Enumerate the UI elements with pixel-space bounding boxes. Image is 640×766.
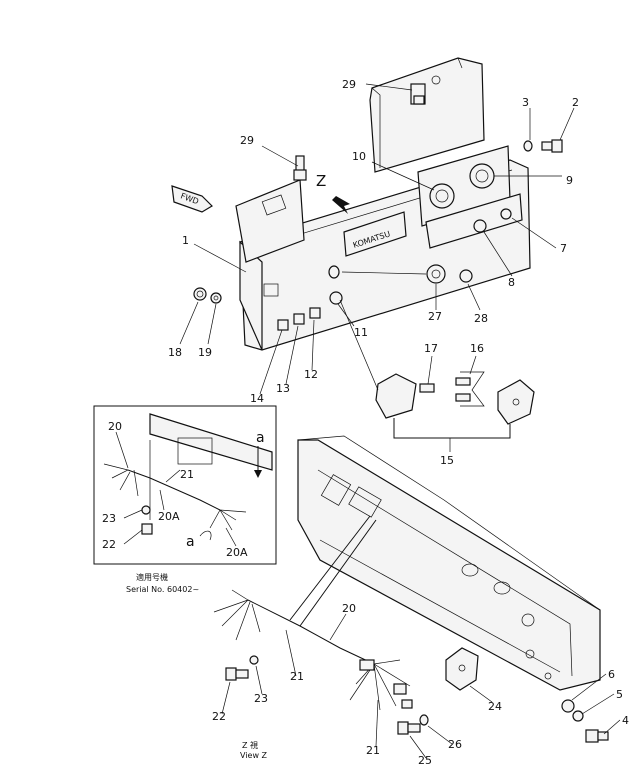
- washer-3: [523, 140, 533, 152]
- callout-5: 5: [616, 688, 623, 701]
- callout-16: 16: [470, 342, 484, 355]
- bolt-25: [397, 721, 421, 735]
- callout-23: 23: [254, 692, 268, 705]
- callout-13: 13: [276, 382, 290, 395]
- callout-21a: 21: [290, 670, 304, 683]
- inset-callout-20A-b: 20A: [226, 546, 248, 559]
- callout-4: 4: [622, 714, 629, 727]
- fwd-arrow: FWD: [171, 185, 213, 213]
- callout-27: 27: [428, 310, 442, 323]
- callout-17: 17: [424, 342, 438, 355]
- gauge-10: [429, 183, 455, 209]
- leader-lines-lower: [221, 613, 621, 759]
- callout-15: 15: [440, 454, 454, 467]
- switch-8: [473, 219, 487, 233]
- view-z-arrow: [332, 196, 350, 214]
- callout-9: 9: [566, 174, 573, 187]
- callout-8: 8: [508, 276, 515, 289]
- callout-26: 26: [448, 738, 462, 751]
- callout-20: 20: [342, 602, 356, 615]
- callout-6: 6: [608, 668, 615, 681]
- cap-28: [459, 269, 473, 283]
- callout-28: 28: [474, 312, 488, 325]
- callout-29a: 29: [342, 78, 356, 91]
- gauge-9: [469, 163, 495, 189]
- washer-23-inset: [141, 505, 151, 515]
- bolt-4: [585, 729, 609, 743]
- bolt-22: [225, 667, 249, 681]
- latch-part-29-left: [293, 155, 307, 181]
- plug-hole: [328, 265, 340, 279]
- latch-part-29-top: [410, 83, 426, 105]
- inset-callout-a: a: [256, 430, 265, 446]
- bolt-2: [541, 139, 563, 153]
- washer-6: [561, 699, 575, 713]
- view-label-jp: Z 視: [242, 741, 258, 750]
- callout-18: 18: [168, 346, 182, 359]
- inset-caption-jp: 適用号機: [136, 572, 168, 582]
- washer-19: [210, 292, 222, 304]
- relay-assembly: [375, 373, 535, 425]
- callout-11: 11: [354, 326, 368, 339]
- callout-22: 22: [212, 710, 226, 723]
- washer-26: [419, 714, 429, 726]
- rear-panel: [297, 435, 601, 691]
- inset-callout-23: 23: [102, 512, 116, 525]
- washer-23: [249, 655, 259, 665]
- callout-2: 2: [572, 96, 579, 109]
- view-label-en: View Z: [240, 751, 268, 760]
- callout-14: 14: [250, 392, 264, 405]
- inset-callout-20A: 20A: [158, 510, 180, 523]
- switch-housing: [425, 193, 523, 249]
- view-z-marker: Z: [316, 172, 326, 190]
- callout-12: 12: [304, 368, 318, 381]
- left-flap-panel: [235, 179, 305, 263]
- nut-18: [193, 287, 207, 301]
- fuse-16b: [455, 393, 471, 402]
- callout-29b: 29: [240, 134, 254, 147]
- inset-callout-21: 21: [180, 468, 194, 481]
- inset-caption-serial: Serial No. 60402~: [126, 585, 199, 594]
- inset-callout-22: 22: [102, 538, 116, 551]
- callout-7: 7: [560, 242, 567, 255]
- callout-10: 10: [352, 150, 366, 163]
- callout-21b: 21: [366, 744, 380, 757]
- callout-19: 19: [198, 346, 212, 359]
- callout-24: 24: [488, 700, 502, 713]
- lamp-27: [426, 264, 446, 284]
- inset-box: [93, 405, 277, 565]
- bracket-24: [445, 647, 479, 691]
- leader-lines-upper: [179, 83, 575, 395]
- callout-1: 1: [182, 234, 189, 247]
- upper-cover: [369, 57, 485, 173]
- fuse-16a: [455, 377, 471, 386]
- cover-15: [497, 379, 535, 425]
- callout-25: 25: [418, 754, 432, 766]
- switch-row: [263, 283, 343, 331]
- callout-3: 3: [522, 96, 529, 109]
- wire-harness-20: [213, 515, 413, 711]
- screw-17: [419, 383, 435, 393]
- inset-callout-20: 20: [108, 420, 122, 433]
- key-switch-7: [500, 208, 512, 220]
- bolt-22-inset: [141, 523, 153, 535]
- washer-5: [572, 710, 584, 722]
- inset-callout-a-b: a: [186, 534, 195, 550]
